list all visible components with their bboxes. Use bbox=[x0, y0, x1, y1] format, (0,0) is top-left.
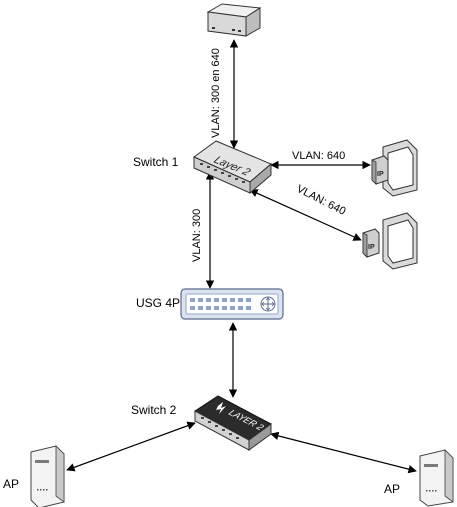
phone-bottom-badge: IP bbox=[368, 244, 375, 251]
switch1-label: Switch 1 bbox=[133, 155, 179, 169]
ap-right-label: AP bbox=[384, 482, 400, 496]
switch1-layer2-icon[interactable]: Layer 2 bbox=[193, 140, 272, 195]
switch2-label: Switch 2 bbox=[131, 403, 177, 417]
edge-switch2-to-ap-right bbox=[270, 431, 417, 474]
switch2-layer2-icon[interactable]: LAYER 2 bbox=[194, 395, 272, 451]
access-point-right-icon[interactable] bbox=[419, 449, 454, 507]
ap-left-label: AP bbox=[3, 477, 19, 491]
ip-phone-bottom-icon[interactable]: IP bbox=[362, 212, 418, 270]
link-label-to-usg: VLAN: 300 bbox=[191, 209, 203, 262]
link-label-phone-top: VLAN: 640 bbox=[292, 150, 345, 162]
server-icon[interactable] bbox=[206, 3, 262, 37]
access-point-left-icon[interactable] bbox=[30, 445, 65, 507]
link-label-phone-bottom: VLAN: 640 bbox=[295, 183, 348, 218]
edge-switch1-to-phone-bottom bbox=[249, 189, 362, 241]
usg-router-icon[interactable] bbox=[180, 288, 284, 320]
link-label-uplink: VLAN: 300 en 640 bbox=[210, 48, 222, 138]
phone-top-badge: IP bbox=[377, 171, 384, 178]
edge-switch2-to-ap-left bbox=[66, 421, 196, 472]
usg-label: USG 4P bbox=[136, 296, 180, 310]
ip-phone-top-icon[interactable]: IP bbox=[371, 139, 418, 197]
